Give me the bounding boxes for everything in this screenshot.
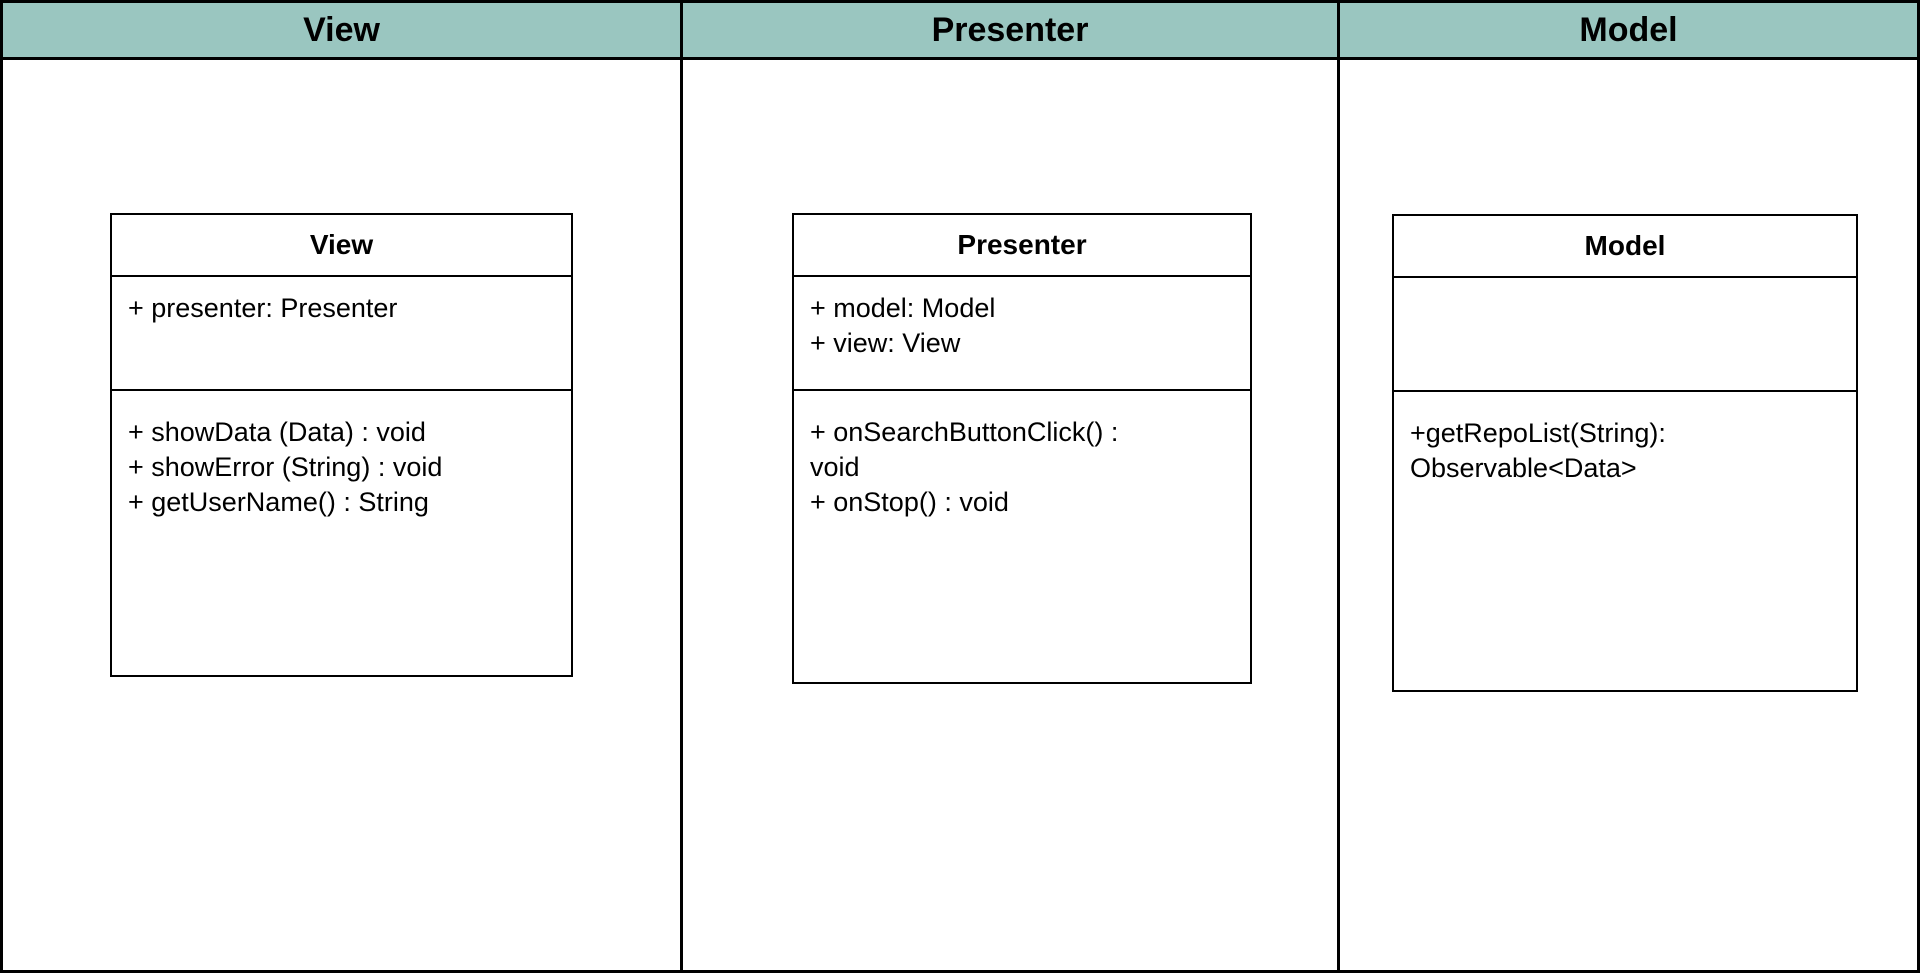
lane-presenter: Presenter Presenter + model: Model + vie… — [683, 3, 1340, 970]
class-methods-presenter: + onSearchButtonClick() : void + onStop(… — [810, 417, 1119, 517]
class-box-presenter: Presenter + model: Model + view: View + … — [792, 213, 1252, 684]
lane-body-presenter: Presenter + model: Model + view: View + … — [683, 60, 1337, 970]
class-title-presenter: Presenter — [794, 215, 1250, 277]
class-methods-model: +getRepoList(String): Observable<Data> — [1410, 418, 1666, 483]
class-box-view: View + presenter: Presenter + showData (… — [110, 213, 573, 677]
lane-header-view: View — [3, 3, 680, 60]
class-title-model: Model — [1394, 216, 1856, 278]
lane-view: View View + presenter: Presenter + showD… — [3, 3, 683, 970]
class-box-model: Model +getRepoList(String): Observable<D… — [1392, 214, 1858, 692]
class-attributes-presenter: + model: Model + view: View — [794, 277, 1250, 391]
lane-body-view: View + presenter: Presenter + showData (… — [3, 60, 680, 970]
lane-header-presenter: Presenter — [683, 3, 1337, 60]
class-title-view: View — [112, 215, 571, 277]
class-attributes-view: + presenter: Presenter — [112, 277, 571, 391]
class-attributes-model — [1394, 278, 1856, 392]
lane-header-model: Model — [1340, 3, 1917, 60]
lane-model: Model Model +getRepoList(String): Observ… — [1340, 3, 1917, 970]
class-methods-view: + showData (Data) : void + showError (St… — [128, 417, 443, 517]
lane-body-model: Model +getRepoList(String): Observable<D… — [1340, 60, 1917, 970]
